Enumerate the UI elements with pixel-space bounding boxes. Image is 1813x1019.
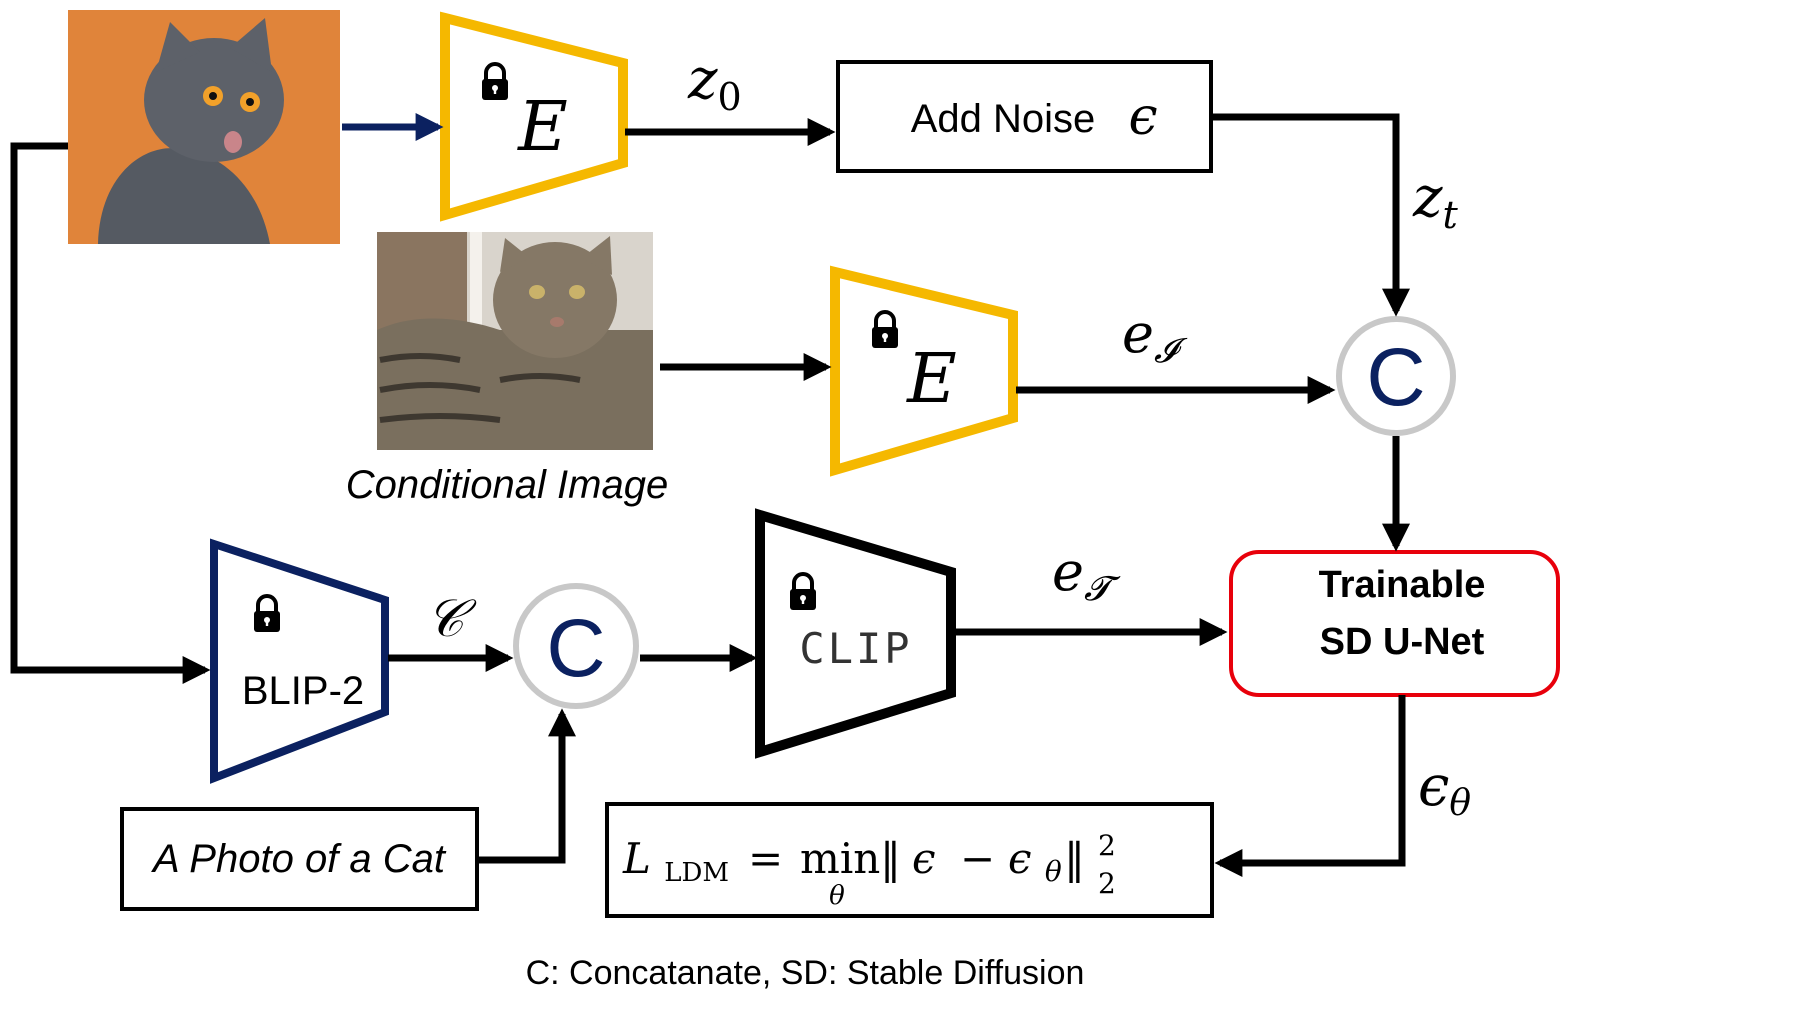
blip2-encoder: BLIP-2 (210, 538, 389, 784)
clip-encoder: CLIP (755, 508, 956, 759)
unet-line1: Trainable (1319, 564, 1486, 606)
concat-right-letter: C (1366, 332, 1425, 423)
loss-eq: = (748, 834, 783, 883)
connectors (10, 113, 1410, 877)
encoder-middle-symbol: E (905, 340, 957, 419)
arrow-unet-to-loss (1214, 695, 1406, 877)
add-noise-label: Add Noise (911, 97, 1096, 141)
loss-sup: 2 (1098, 829, 1116, 862)
label-caption-c: 𝒞 (426, 589, 477, 649)
encoder-top: E (440, 11, 628, 222)
label-e-I-sub: 𝓘 (1154, 331, 1188, 371)
loss-min: min (800, 834, 880, 883)
arrow-prompt-to-concat (477, 708, 576, 864)
label-eps-theta: ϵ (1418, 754, 1449, 819)
svg-text:L LDM = min: L LDM = min ‖ ϵ − ϵ θ ‖ (622, 834, 1085, 891)
svg-text:e𝓣: e𝓣 (1052, 540, 1121, 609)
label-e-T: e (1052, 540, 1084, 603)
loss-eps: ϵ (912, 834, 936, 883)
arrow-noise-to-concat (1211, 113, 1410, 317)
footnote: C: Concatanate, SD: Stable Diffusion (526, 954, 1085, 992)
loss-L-sub: LDM (664, 858, 729, 888)
label-zt-sub: t (1443, 193, 1459, 237)
encoder-top-symbol: E (516, 88, 568, 167)
unet-box: Trainable SD U-Net (1229, 550, 1560, 697)
prompt-label: A Photo of a Cat (151, 837, 447, 881)
label-eps-theta-sub: θ (1449, 783, 1471, 824)
loss-box: L LDM = min ‖ ϵ − ϵ θ ‖ θ 2 2 (605, 802, 1214, 918)
loss-min-sub: θ (829, 881, 845, 911)
clip-label: CLIP (799, 624, 912, 673)
concat-circle-left: C (513, 583, 639, 709)
blip2-label: BLIP-2 (242, 669, 364, 713)
svg-text:ϵθ: ϵθ (1418, 754, 1471, 824)
svg-text:zt: zt (1412, 165, 1459, 237)
loss-sub: 2 (1098, 867, 1116, 900)
add-noise-box: Add Noise ϵ (836, 60, 1213, 173)
concat-left-letter: C (546, 603, 605, 694)
loss-minus: − (960, 834, 995, 883)
source-cat-image (68, 10, 340, 244)
loss-open-norm: ‖ (880, 834, 901, 883)
loss-L: L (622, 834, 651, 883)
conditional-image-label: Conditional Image (346, 463, 668, 507)
conditional-cat-image (377, 232, 653, 450)
loss-eps-theta: ϵ (1008, 834, 1032, 883)
arrow-image-to-blip (10, 142, 211, 684)
prompt-box: A Photo of a Cat (120, 807, 479, 911)
svg-text:z0: z0 (687, 47, 742, 119)
svg-text:e𝓘: e𝓘 (1122, 302, 1188, 371)
loss-eps-theta-sub: θ (1045, 855, 1062, 888)
label-z0: z (687, 47, 718, 112)
unet-line2: SD U-Net (1320, 621, 1485, 663)
loss-close-norm: ‖ (1064, 834, 1085, 883)
concat-circle-right: C (1336, 316, 1456, 436)
label-e-T-sub: 𝓣 (1084, 569, 1121, 609)
label-zt: z (1412, 165, 1443, 230)
label-e-I: e (1122, 302, 1154, 365)
add-noise-epsilon: ϵ (1128, 87, 1157, 147)
label-z0-sub: 0 (718, 75, 742, 119)
encoder-middle: E (830, 265, 1018, 477)
